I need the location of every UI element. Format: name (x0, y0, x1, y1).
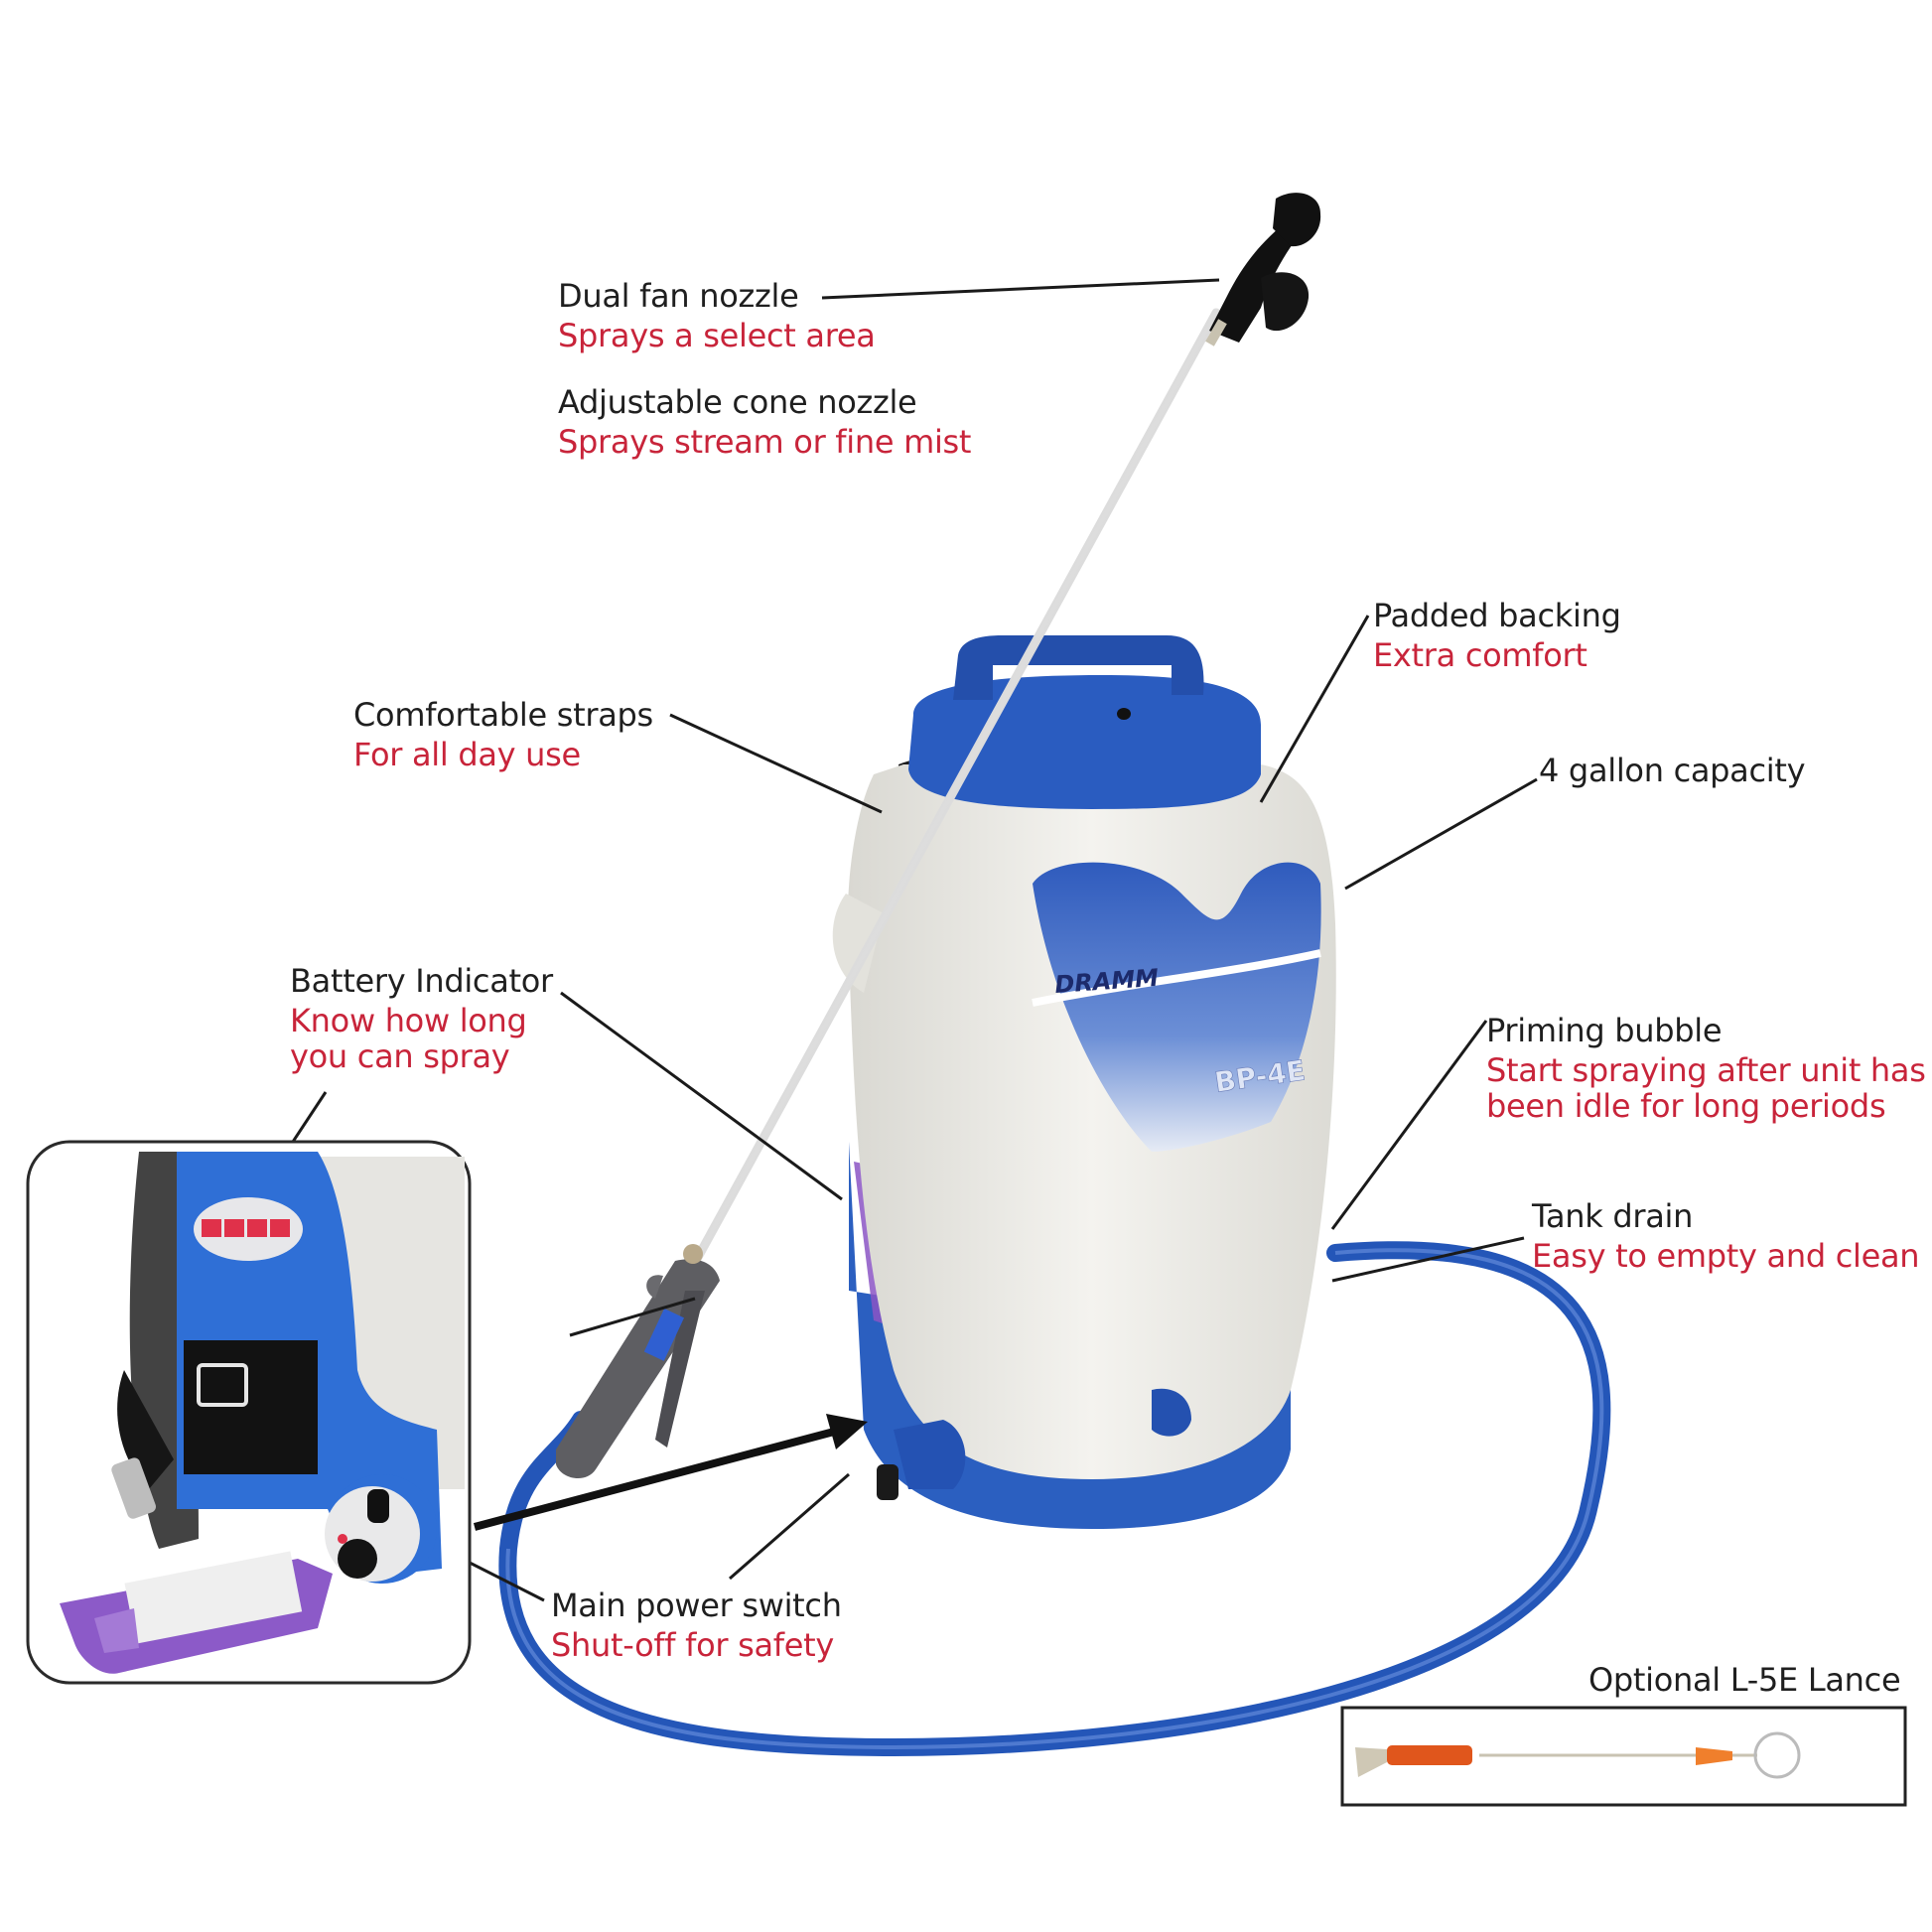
callout-battery-indicator: Battery Indicator Know how long you can … (290, 961, 553, 1076)
callout-desc: Sprays stream or fine mist (558, 423, 972, 461)
nozzle-icon (1205, 193, 1321, 346)
callout-title: Padded backing (1373, 597, 1621, 634)
callout-desc: Sprays a select area (558, 317, 876, 354)
callout-title: 4 gallon capacity (1539, 752, 1806, 789)
callout-padded-backing: Padded backing Extra comfort (1373, 596, 1621, 675)
callout-desc: For all day use (353, 736, 581, 773)
callout-title: Tank drain (1532, 1197, 1694, 1235)
callout-desc: Easy to empty and clean (1532, 1237, 1920, 1275)
callout-desc: Shut-off for safety (551, 1626, 835, 1664)
battery-compartment-inset (26, 1140, 472, 1685)
tank-label (1033, 862, 1321, 1152)
callout-desc-line-2: been idle for long periods (1486, 1087, 1886, 1125)
lance-nozzle-ring (1753, 1731, 1801, 1779)
trigger-handle (556, 1244, 720, 1479)
optional-lance-title: Optional L-5E Lance (1588, 1661, 1901, 1699)
callout-desc-line-2: you can spray (290, 1037, 510, 1075)
callout-dual-fan-nozzle: Dual fan nozzle Sprays a select area (558, 276, 876, 355)
callout-adjustable-cone-nozzle: Adjustable cone nozzle Sprays stream or … (558, 382, 971, 462)
lance-rod (680, 308, 1221, 1286)
lance-handle-grip (1387, 1745, 1472, 1765)
callout-title: Priming bubble (1486, 1012, 1723, 1049)
callout-title: Comfortable straps (353, 696, 653, 734)
callout-desc-line-1: Know how long (290, 1002, 527, 1039)
callout-main-power-switch: Main power switch Shut-off for safety (551, 1586, 842, 1665)
callout-title: Adjustable cone nozzle (558, 383, 917, 421)
callout-desc: Extra comfort (1373, 636, 1587, 674)
callout-priming-bubble: Priming bubble Start spraying after unit… (1486, 1011, 1926, 1126)
callout-title: Main power switch (551, 1587, 842, 1624)
callout-comfortable-straps: Comfortable straps For all day use (353, 695, 653, 774)
callout-capacity: 4 gallon capacity (1539, 751, 1806, 790)
callout-title: Dual fan nozzle (558, 277, 799, 315)
callout-title: Battery Indicator (290, 962, 553, 1000)
callout-desc-line-1: Start spraying after unit has (1486, 1051, 1926, 1089)
callout-tank-drain: Tank drain Easy to empty and clean (1532, 1196, 1920, 1276)
optional-lance-box (1340, 1706, 1907, 1807)
